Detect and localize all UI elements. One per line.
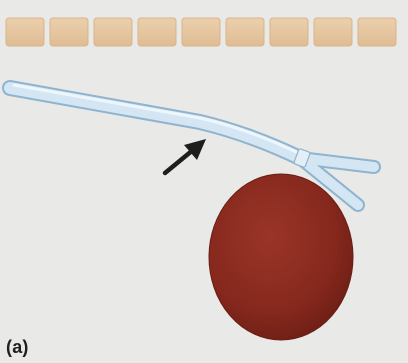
cell-layer [6,18,396,46]
red-sphere [209,174,353,340]
panel-label: (a) [6,338,29,356]
cell-tile [270,18,308,46]
cell-tile [182,18,220,46]
cell-tile [6,18,44,46]
cell-tile [226,18,264,46]
cell-tile [138,18,176,46]
cell-tile [50,18,88,46]
cell-tile [94,18,132,46]
cell-tile [358,18,396,46]
cell-tile [314,18,352,46]
